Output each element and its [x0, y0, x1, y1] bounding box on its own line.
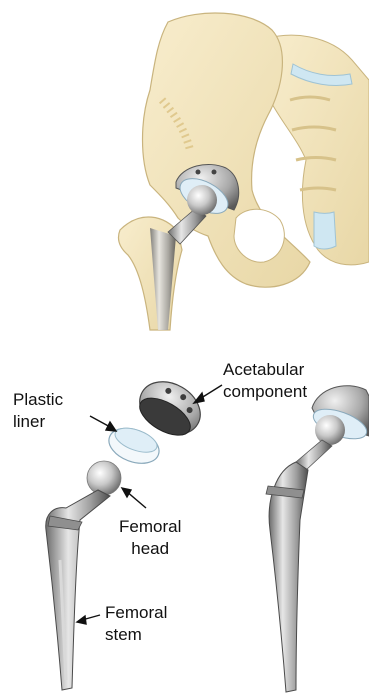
label-stem-line2: stem: [105, 624, 167, 646]
obturator-foramen: [234, 209, 284, 262]
label-plastic-liner: Plastic liner: [13, 389, 63, 433]
label-acetabular-line2: component: [223, 381, 307, 403]
cartilage-lower: [314, 212, 336, 249]
label-stem-line1: Femoral: [105, 602, 167, 624]
arrow-head-head: [122, 488, 131, 497]
label-liner-line1: Plastic: [13, 389, 63, 411]
arrow-liner-head: [106, 422, 116, 431]
femoral-head-ball: [87, 461, 121, 495]
label-acetabular-component: Acetabular component: [223, 359, 307, 403]
assembled-implant: [266, 386, 369, 692]
arrow-stem-head: [77, 616, 86, 624]
cup-hole-2: [212, 170, 217, 175]
label-head-line1: Femoral: [119, 516, 181, 538]
implant-ball-top: [187, 185, 217, 215]
label-femoral-head: Femoral head: [119, 516, 181, 560]
label-liner-line2: liner: [13, 411, 63, 433]
label-acetabular-line1: Acetabular: [223, 359, 307, 381]
assembled-ball: [315, 415, 345, 445]
top-hip-anatomy: [118, 13, 369, 330]
cup-hole-1: [196, 170, 201, 175]
label-head-line2: head: [119, 538, 181, 560]
arrow-acetabular-head: [194, 393, 204, 403]
label-femoral-stem: Femoral stem: [105, 602, 167, 646]
